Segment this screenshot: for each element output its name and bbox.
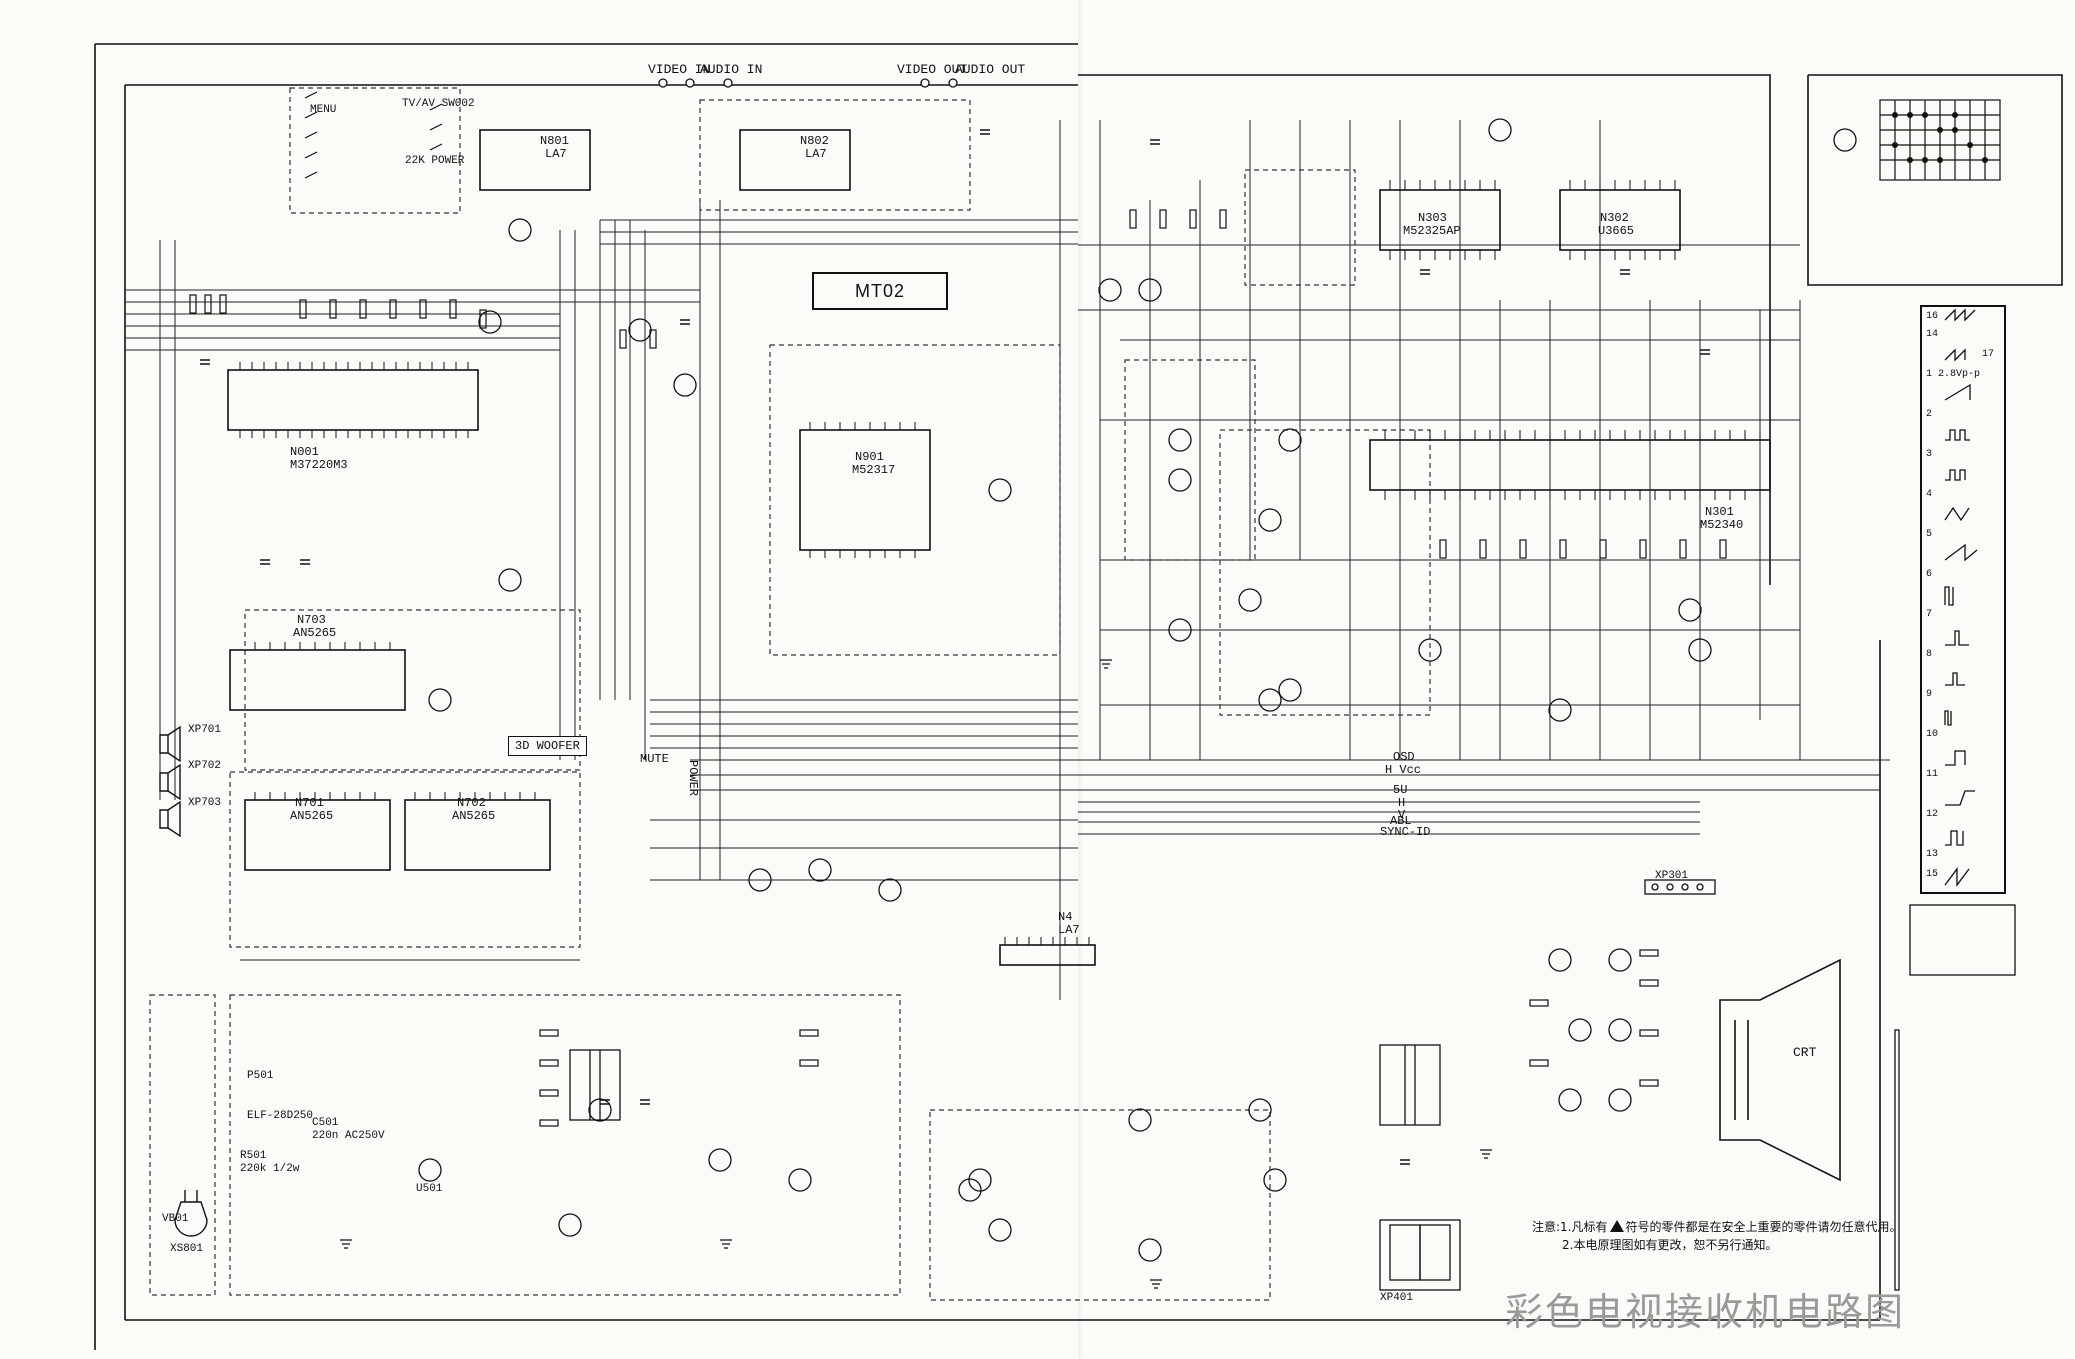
connector-xp703: XP703 [188,797,222,809]
ic-n302-part: U3665 [1598,224,1635,238]
h-vcc-label: H Vcc [1385,763,1422,777]
rail-v-label: V [1398,808,1406,822]
waveform-12-label: 12 [1926,809,1939,820]
waveform-7-label: 7 [1926,609,1933,620]
waveform-13-label: 13 [1926,849,1939,860]
ps-u501-label: U501 [416,1183,443,1195]
connector-xp301: XP301 [1655,870,1689,882]
connector-xp401: XP401 [1380,1292,1414,1304]
waveform-16-label: 16 [1926,311,1939,322]
note-line-2: 2.本电原理图如有更改，恕不另行通知。 [1562,1238,1778,1252]
ic-n301-ref: N301 [1705,505,1734,519]
video-out-label: VIDEO OUT [897,62,968,77]
ic-n801-ref: N801 [540,134,569,148]
ic-n4-part: LA7 [1058,923,1080,937]
ic-n303-ref: N303 [1418,211,1447,225]
waveform-2-label: 2 [1926,409,1933,420]
waveform-17-label: 17 [1982,349,1995,360]
ic-n703-ref: N703 [297,613,326,627]
ic-n701-ref: N701 [295,796,324,810]
osd-label: OSD [1393,750,1415,764]
page-fold [1078,0,1084,1359]
note-1-pre: 1.凡标有 [1560,1220,1608,1234]
ic-n901-part: M52317 [852,463,896,477]
ic-n801-part: LA7 [545,147,567,161]
rail-abl-label: ABL [1390,814,1412,828]
connector-xp701: XP701 [188,724,222,736]
ic-n703-part: AN5265 [293,626,337,640]
page-title: 彩色电视接收机电路图 [1505,1290,1906,1334]
waveform-15-label: 15 [1926,869,1939,880]
waveform-11-label: 11 [1926,769,1939,780]
ps-c501-value: 220n AC250V [312,1130,385,1142]
power-label: POWER [686,760,700,797]
waveform-1-label: 1 2.8Vp-p [1926,369,1981,380]
ps-vb01-label: VB01 [162,1213,189,1225]
ps-r501-value: 220k 1/2w [240,1163,300,1175]
ic-n701-part: AN5265 [290,809,334,823]
waveform-6-label: 6 [1926,569,1933,580]
woofer-block-label: 3D WOOFER [508,736,587,756]
ic-n001-part: M37220M3 [290,458,348,472]
note-line-1: 注意:1.凡标有 符号的零件都是在安全上重要的零件请勿任意代用。 [1532,1218,1902,1236]
waveform-14-label: 14 [1926,329,1939,340]
ps-elf-label: ELF-28D250 [247,1110,314,1122]
audio-in-label: AUDIO IN [700,62,763,77]
waveform-10-label: 10 [1926,729,1939,740]
video-in-label: VIDEO IN [648,62,711,77]
crt-label: CRT [1793,1045,1817,1060]
ic-n901-ref: N901 [855,450,884,464]
ic-n302-ref: N302 [1600,211,1629,225]
ic-n702-part: AN5265 [452,809,496,823]
ps-r501-label: R501 [240,1150,267,1162]
rail-h-label: H [1398,796,1406,810]
audio-out-label: AUDIO OUT [955,62,1026,77]
ic-n4-ref: N4 [1058,910,1073,924]
ic-n702-ref: N702 [457,796,486,810]
ic-n303-part: M52325AP [1403,224,1461,238]
ps-p501-label: P501 [247,1070,274,1082]
note-heading: 注意: [1532,1220,1561,1234]
waveform-panel: 1 2.8Vp-p 2 3 4 5 6 7 8 9 10 11 12 13 14… [1920,305,2006,894]
waveform-9-label: 9 [1926,689,1933,700]
safety-notes: 注意:1.凡标有 符号的零件都是在安全上重要的零件请勿任意代用。 2.本电原理图如… [1532,1218,1902,1254]
ic-n301-part: M52340 [1700,518,1744,532]
waveform-5-label: 5 [1926,529,1933,540]
warning-triangle-icon [1609,1220,1624,1232]
waveform-3-label: 3 [1926,449,1933,460]
connector-xs801: XS801 [170,1243,204,1255]
rail-5v-label: 5U [1393,783,1408,797]
rail-sync-label: SYNC-ID [1380,825,1431,839]
waveform-4-label: 4 [1926,489,1933,500]
tv-av-switch-label: TV/AV SW002 [402,98,475,110]
ic-n001-ref: N001 [290,445,319,459]
waveform-8-label: 8 [1926,649,1933,660]
ps-c501-label: C501 [312,1117,339,1129]
connector-xp702: XP702 [188,760,222,772]
mt02-module-label: MT02 [812,272,948,310]
ic-n802-ref: N802 [800,134,829,148]
power-switch-label: 22K POWER [405,155,465,167]
mute-label: MUTE [640,752,669,766]
menu-switch-label: MENU [310,104,337,116]
note-1-post: 符号的零件都是在安全上重要的零件请勿任意代用。 [1625,1220,1902,1234]
ic-n802-part: LA7 [805,147,827,161]
